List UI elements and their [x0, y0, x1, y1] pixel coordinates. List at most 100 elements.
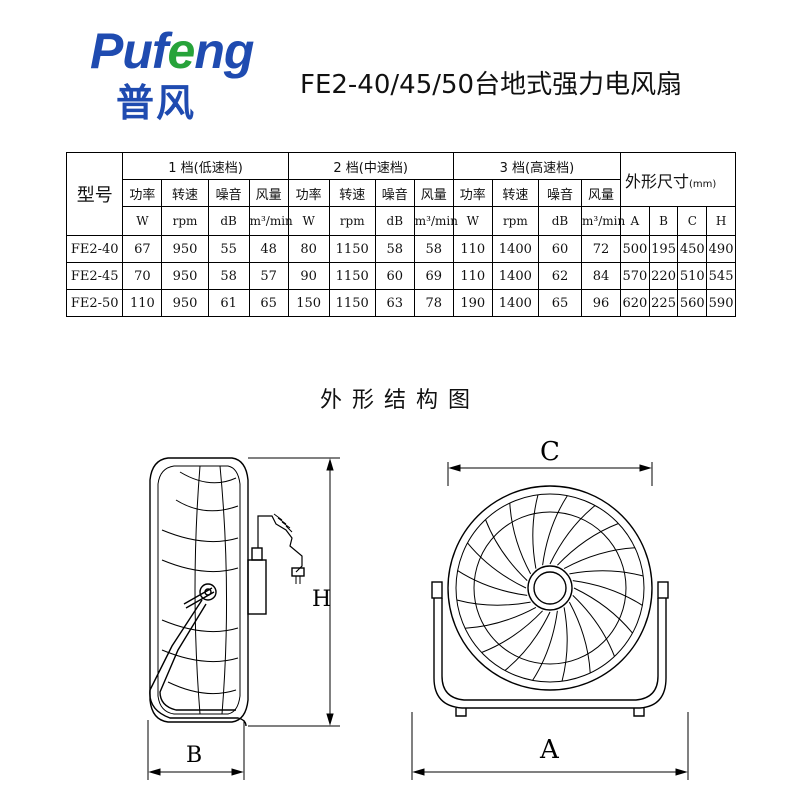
- value-cell: 63: [374, 289, 415, 317]
- unit-cell: W: [122, 206, 163, 236]
- grille-spoke: [509, 503, 532, 575]
- brand-logo-latin-accent: e: [167, 23, 196, 79]
- side-plug-pins: [295, 576, 301, 584]
- value-cell: 110: [122, 289, 163, 317]
- section-title: 外形结构图: [319, 388, 480, 413]
- fan-side-view: [147, 457, 340, 780]
- dims-header-label: 外形尺寸: [625, 171, 690, 191]
- sub-header-cell: 转速: [328, 179, 376, 207]
- value-cell: 150: [287, 289, 330, 317]
- value-cell: 48: [248, 235, 289, 263]
- value-cell: 195: [648, 235, 679, 263]
- value-cell: 67: [122, 235, 163, 263]
- grille-spoke: [572, 580, 643, 606]
- front-right-knob: [657, 581, 669, 599]
- side-bracket: [183, 587, 215, 609]
- side-plug: [291, 567, 305, 577]
- sub-header-cell: 风量: [581, 179, 621, 207]
- unit-cell: dB: [207, 206, 250, 236]
- dim-h-line: [248, 457, 340, 727]
- sub-header-cell: 风量: [413, 179, 454, 207]
- brand-logo-latin-part: ng: [194, 23, 254, 79]
- table-subheader-row: 功率转速噪音风量功率转速噪音风量功率转速噪音风量: [67, 179, 736, 207]
- fan-front-view: [411, 462, 689, 780]
- side-stand-arm-inner: [159, 603, 236, 711]
- model-header: 型号: [65, 152, 124, 236]
- value-cell: 590: [706, 289, 736, 317]
- value-cell: 96: [581, 289, 621, 317]
- front-grille-inner-ring: [455, 493, 645, 683]
- value-cell: 570: [620, 262, 650, 290]
- value-cell: 58: [413, 235, 454, 263]
- value-cell: 69: [413, 262, 454, 290]
- value-cell: 620: [620, 289, 650, 317]
- value-cell: 70: [122, 262, 163, 290]
- value-cell: 1150: [328, 289, 376, 317]
- model-cell: FE2-40: [65, 235, 124, 263]
- brand-logo: Pufeng 普风: [90, 22, 290, 125]
- grille-spoke: [549, 505, 596, 565]
- unit-cell: rpm: [328, 206, 376, 236]
- dims-col-header: B: [648, 206, 679, 236]
- side-power-cable: [257, 515, 303, 573]
- dims-unit: (mm): [689, 178, 717, 190]
- spec-table: 型号 1 档(低速档) 2 档(中速档) 3 档(高速档) 外形尺寸(mm) 功…: [65, 152, 736, 317]
- model-cell: FE2-50: [65, 289, 124, 317]
- sub-header-cell: 噪音: [207, 179, 250, 207]
- front-left-knob: [431, 581, 443, 599]
- unit-cell: m³/min: [248, 206, 293, 236]
- grille-spoke: [532, 494, 539, 569]
- value-cell: 58: [207, 262, 250, 290]
- value-cell: 1400: [491, 262, 539, 290]
- dim-label-c: C: [540, 437, 560, 467]
- value-cell: 58: [374, 235, 415, 263]
- value-cell: 57: [248, 262, 289, 290]
- grille-spoke: [572, 595, 615, 657]
- value-cell: 65: [537, 289, 583, 317]
- side-grille-inner: [157, 465, 241, 715]
- sub-header-cell: 风量: [248, 179, 289, 207]
- value-cell: 60: [374, 262, 415, 290]
- dim-h-arrows: [326, 458, 334, 726]
- dim-label-a: A: [539, 735, 560, 765]
- side-pivot-knob: [199, 583, 217, 601]
- value-cell: 950: [161, 262, 209, 290]
- side-motor-housing: [247, 559, 267, 615]
- grille-spoke: [563, 547, 635, 570]
- front-grille-spokes: [456, 494, 644, 682]
- dim-b-arrows: [148, 768, 244, 776]
- front-grille-outer-ring: [447, 485, 653, 691]
- value-cell: 190: [452, 289, 493, 317]
- front-hub-inner: [533, 571, 567, 605]
- group-header-high: 3 档(高速档): [452, 152, 622, 180]
- document-title: FE2-40/45/50台地式强力电风扇: [300, 70, 683, 100]
- value-cell: 500: [620, 235, 650, 263]
- value-cell: 90: [287, 262, 330, 290]
- dim-a-line: [411, 712, 689, 780]
- side-motor-cap: [251, 547, 263, 561]
- group-header-mid: 2 档(中速档): [287, 152, 454, 180]
- front-u-stand-outer: [433, 598, 667, 709]
- sub-header-cell: 转速: [491, 179, 539, 207]
- unit-cell: m³/min: [413, 206, 458, 236]
- value-cell: 61: [207, 289, 250, 317]
- value-cell: 80: [287, 235, 330, 263]
- value-cell: 490: [706, 235, 736, 263]
- grille-spoke: [532, 610, 558, 681]
- unit-cell: dB: [537, 206, 583, 236]
- dim-c-arrows: [448, 464, 652, 472]
- value-cell: 220: [648, 262, 679, 290]
- dim-label-h: H: [312, 587, 331, 612]
- model-cell: FE2-45: [65, 262, 124, 290]
- grille-spoke: [504, 611, 551, 671]
- front-feet: [455, 708, 645, 717]
- sub-header-cell: 噪音: [537, 179, 583, 207]
- grille-spoke: [542, 495, 568, 566]
- grille-spoke: [457, 570, 528, 596]
- dim-label-b: B: [186, 743, 202, 768]
- value-cell: 78: [413, 289, 454, 317]
